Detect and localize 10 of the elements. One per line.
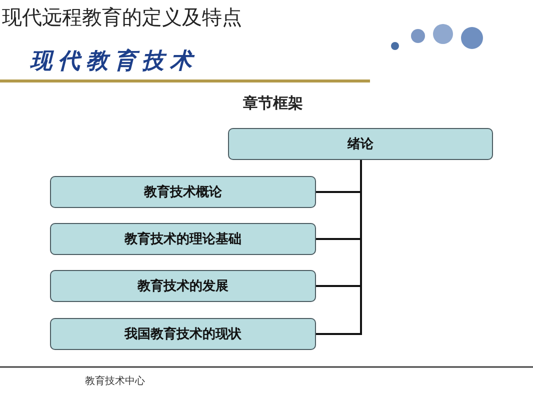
- banner-heading: 现代教育技术: [30, 47, 198, 76]
- connector-line: [316, 160, 362, 335]
- process-box: 教育技术的发展: [50, 270, 316, 302]
- footer-text: 教育技术中心: [85, 374, 145, 388]
- process-box: 绪论: [228, 128, 493, 160]
- process-box: 我国教育技术的现状: [50, 318, 316, 350]
- section-heading: 章节框架: [243, 94, 303, 113]
- process-box: 教育技术的理论基础: [50, 223, 316, 255]
- page-title: 现代远程教育的定义及特点: [2, 4, 242, 31]
- process-box: 教育技术概论: [50, 176, 316, 208]
